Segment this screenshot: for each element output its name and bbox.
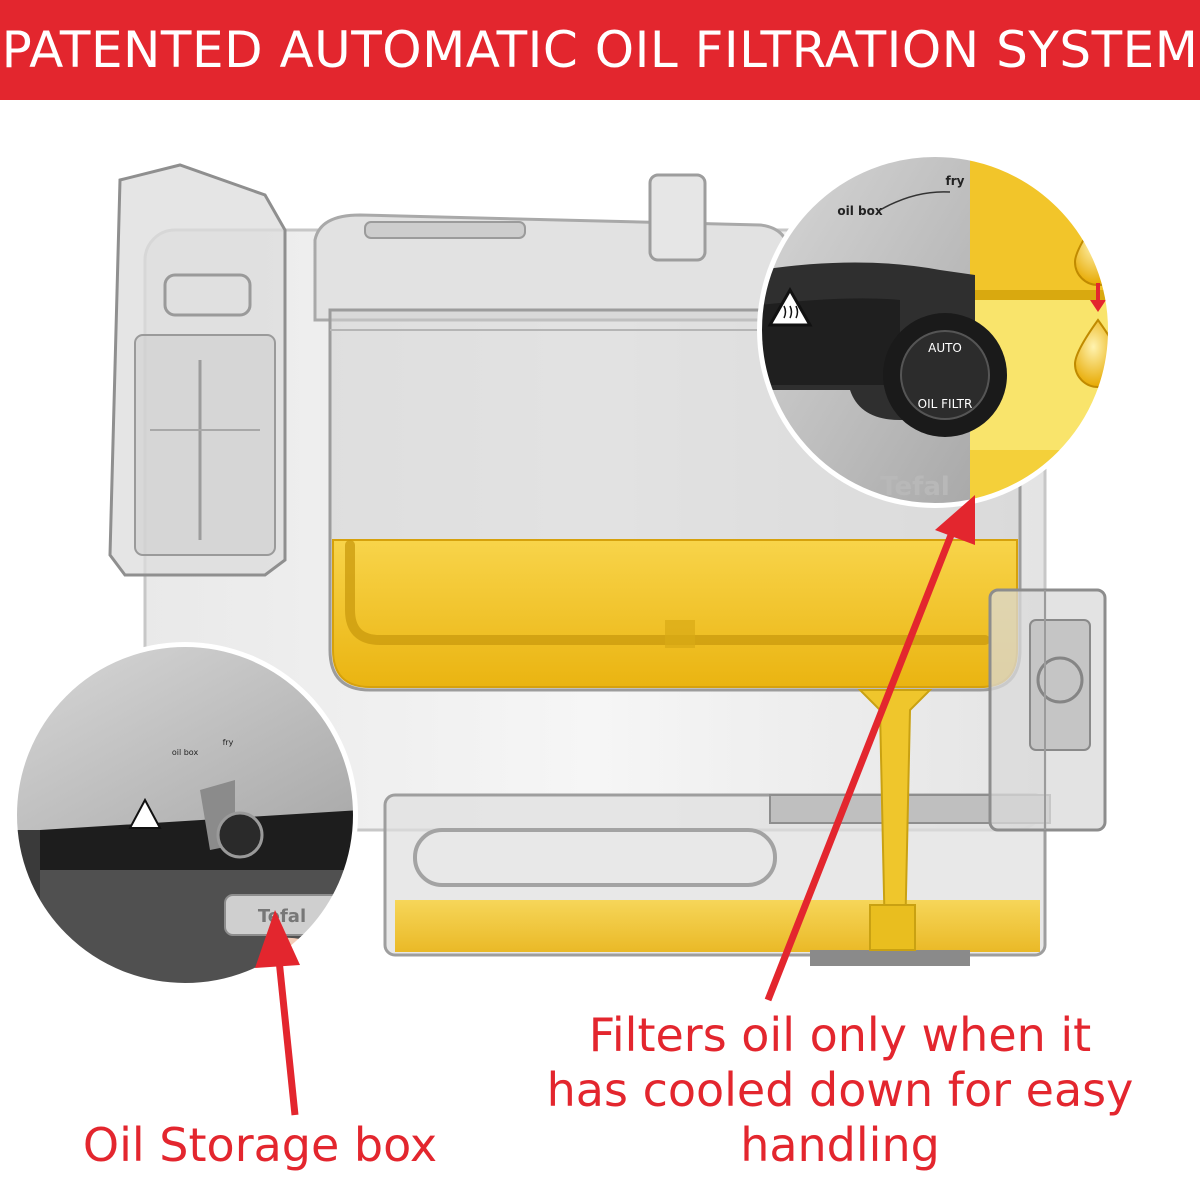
oil-in-bowl <box>332 539 1018 688</box>
down-arrow-icon <box>1090 283 1106 312</box>
filter-caption-line-2: has cooled down for easy <box>546 1063 1134 1118</box>
filter-caption-line-1: Filters oil only when it <box>588 1008 1092 1062</box>
inset-oil-box-label: oil box <box>172 748 199 757</box>
dial-fry-label: fry <box>946 174 965 188</box>
page-title: PATENTED AUTOMATIC OIL FILTRATION SYSTEM <box>1 21 1199 79</box>
dial-brand-label: Tefal <box>880 472 950 502</box>
filter-caption-line-3: handling <box>740 1118 940 1173</box>
storage-inset-circle: Tefal oil box fry <box>12 642 358 988</box>
hot-surface-warning-icon <box>767 286 813 327</box>
storage-arrow <box>255 910 300 1116</box>
knob-bottom-label: OIL FILTR <box>918 397 973 411</box>
dial-zoom-circle: AUTO OIL FILTR oil box fry Tefal <box>757 152 1113 508</box>
header-banner: PATENTED AUTOMATIC OIL FILTRATION SYSTEM <box>0 0 1200 100</box>
inset-brand-label: Tefal <box>258 906 306 927</box>
storage-box-caption: Oil Storage box <box>82 1118 438 1172</box>
dial-oil-box-label: oil box <box>837 204 882 218</box>
drain-pipe <box>857 689 933 951</box>
filter-mechanism <box>988 588 1107 832</box>
inset-fry-label: fry <box>223 738 234 747</box>
filter-arrow <box>764 495 975 1002</box>
fryer-illustration: AUTO OIL FILTR oil box fry Tefal <box>12 152 1113 1116</box>
knob-top-label: AUTO <box>928 341 962 355</box>
oil-storage-box <box>383 793 1051 966</box>
filter-caption: Filters oil only when it has cooled down… <box>520 1008 1160 1174</box>
